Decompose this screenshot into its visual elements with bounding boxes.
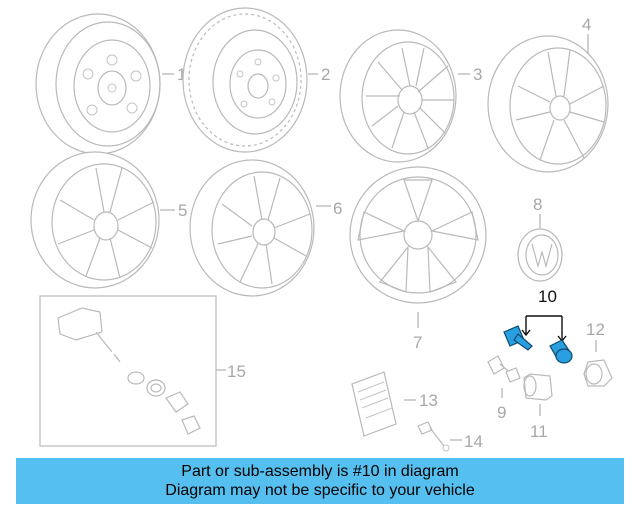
part-11-sleeve (523, 373, 553, 401)
part-15-tpms-sensor-kit (39, 295, 217, 447)
part-8-center-cap (517, 228, 563, 282)
part-3-alloy-wheel (339, 29, 457, 163)
callout-12: 12 (586, 320, 605, 339)
part-7-alloy-wheel (349, 166, 487, 304)
part-4-alloy-wheel (487, 35, 609, 173)
callout-6: 6 (333, 199, 342, 218)
part-13-label (351, 371, 397, 437)
parts-diagram: 1 2 3 4 5 (30, 7, 613, 452)
callout-13: 13 (419, 391, 438, 410)
part-2-spare-tire (182, 7, 308, 153)
callout-10: 10 (538, 287, 557, 306)
callout-14: 14 (464, 432, 483, 451)
part-1-steel-wheel (35, 13, 161, 155)
callout-8: 8 (533, 195, 542, 214)
callout-7: 7 (413, 333, 422, 352)
callout-4: 4 (582, 15, 591, 34)
callout-9: 9 (497, 403, 506, 422)
callout-11: 11 (530, 422, 548, 441)
part-12-cap (583, 359, 613, 387)
callout-1: 1 (177, 65, 186, 84)
banner-line-1: Part or sub-assembly is #10 in diagram (181, 463, 459, 480)
callout-15: 15 (227, 362, 246, 381)
part-14-valve-stem (417, 421, 450, 452)
banner-line-2: Diagram may not be specific to your vehi… (165, 482, 475, 499)
part-5-alloy-wheel (30, 151, 160, 289)
part-10-lock-bolt (549, 339, 573, 364)
part-10-wheel-bolt (503, 325, 533, 351)
callout-5: 5 (178, 201, 187, 220)
part-9-bolt (487, 355, 521, 383)
callout-2: 2 (321, 65, 330, 84)
callout-3: 3 (473, 65, 482, 84)
part-6-alloy-wheel (189, 159, 315, 297)
info-banner: Part or sub-assembly is #10 in diagram D… (16, 458, 624, 504)
